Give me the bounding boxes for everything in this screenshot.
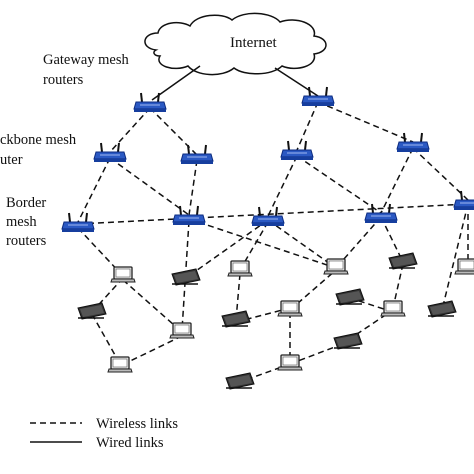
border-label-line2: mesh (6, 214, 37, 230)
border-router-icon (61, 212, 95, 233)
laptop-icon (110, 266, 136, 283)
backbone-router-icon (180, 144, 214, 165)
laptop-icon (107, 356, 133, 373)
laptop-icon (277, 300, 303, 317)
backbone-router-icon (280, 140, 314, 161)
laptop-icon (227, 260, 253, 277)
monitor-icon (427, 300, 457, 318)
internet-label: Internet (230, 35, 277, 51)
laptop-icon (169, 322, 195, 339)
laptop-icon (380, 300, 406, 317)
gateway-label-line1: Gateway mesh (43, 52, 130, 68)
wireless-links (77, 101, 469, 331)
border-label-line1: Border (6, 195, 46, 211)
backbone-router-icon (396, 132, 430, 153)
border-router-icon (251, 206, 285, 227)
monitor-icon (221, 310, 251, 328)
monitor-icon (333, 332, 363, 350)
border-router-icon (172, 205, 206, 226)
laptop-icon (277, 354, 303, 371)
monitor-icon (225, 372, 255, 390)
wired-link (151, 65, 201, 101)
legend-wireless-label: Wireless links (96, 416, 178, 432)
monitor-icon (335, 288, 365, 306)
backbone-label-line1: ckbone mesh (0, 132, 77, 148)
gateway-label-line2: routers (43, 72, 84, 88)
border-label-line3: routers (6, 233, 47, 249)
wired-link (274, 67, 319, 97)
legend: Wireless links Wired links (30, 416, 178, 451)
laptop-icon (323, 258, 349, 275)
legend-wired-label: Wired links (96, 435, 164, 451)
monitor-icon (77, 302, 107, 320)
border-router-icon (453, 190, 474, 211)
monitor-icon (171, 268, 201, 286)
backbone-label-line2: uter (0, 152, 23, 168)
internet-cloud (144, 12, 327, 76)
border-router-icon (364, 203, 398, 224)
gateway-router-icon (301, 86, 335, 107)
backbone-router-icon (93, 142, 127, 163)
laptop-icon (454, 258, 474, 275)
gateway-router-icon (133, 92, 167, 113)
monitor-icon (388, 252, 418, 270)
